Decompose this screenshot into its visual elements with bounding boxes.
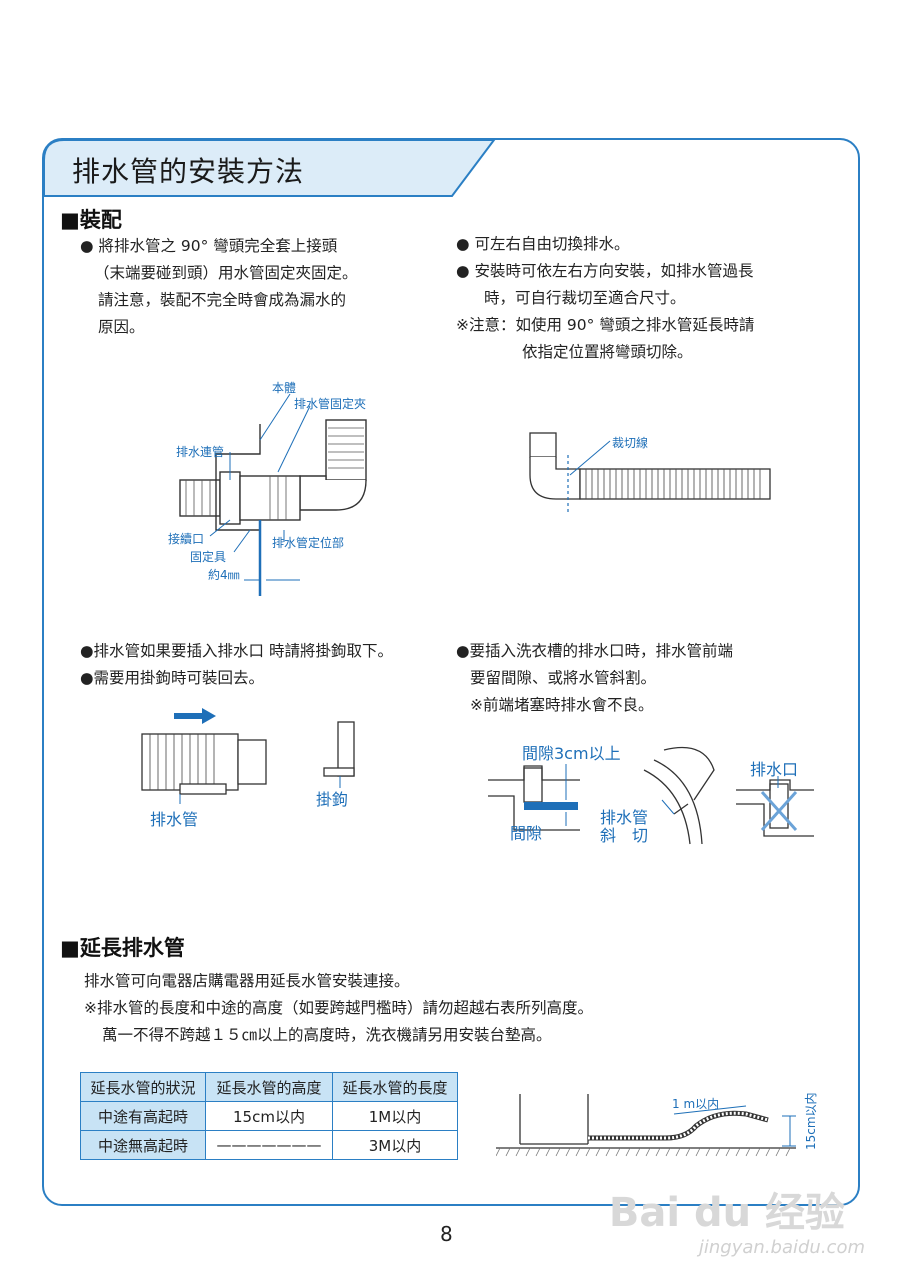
table-cell: 15cm以内 [205,1101,333,1131]
assembly-right-line: ● 安裝時可依左右方向安裝，如排水管過長 [456,262,754,280]
gap-cut-diagram [488,746,814,845]
label-gap: 間隙 [510,824,543,843]
table-cell: 3M以内 [332,1130,458,1160]
assembly-heading: ■裝配 [60,208,122,232]
title-tab [43,139,496,197]
watermark-url: jingyan.baidu.com [698,1237,865,1258]
label-locator: 排水管定位部 [272,536,345,550]
table-cell: 中途無高起時 [80,1130,206,1160]
hook-right-text: ●要插入洗衣槽的排水口時，排水管前端 要留間隙、或將水管斜割。 ※前端堵塞時排水… [456,638,856,719]
table-header-row: 延長水管的狀況 延長水管的高度 延長水管的長度 [80,1072,458,1102]
extension-line: ※排水管的長度和中途的高度（如要跨越門檻時）請勿超越右表所列高度。 [84,999,593,1017]
table-cell: 中途有高起時 [80,1101,206,1131]
table-row: 中途有高起時 15cm以内 1M以内 [80,1101,458,1131]
label-hose-cut-1: 排水管 [600,808,649,827]
label-height: 15cm以内 [804,1092,818,1150]
label-hook: 掛鉤 [316,790,349,809]
hook-right-line: ※前端堵塞時排水會不良。 [470,696,654,714]
label-clamp: 排水管固定夾 [294,397,367,411]
label-hose: 排水管 [150,810,199,829]
table-cell: ——————— [205,1130,333,1160]
table-cell: 1M以内 [332,1101,458,1131]
hook-left-line: ●排水管如果要插入排水口 時請將掛鉤取下。 [80,642,393,660]
extension-line: 排水管可向電器店購電器用延長水管安裝連接。 [84,972,410,990]
page-number: 8 [440,1222,453,1246]
cut-line-diagram [529,432,771,513]
assembly-left-line: （末端要碰到頭）用水管固定夾固定。 [94,264,358,282]
hook-right-line: 要留間隙、或將水管斜割。 [470,669,657,687]
table-header-cell: 延長水管的高度 [205,1072,333,1102]
table-row: 中途無高起時 ——————— 3M以内 [80,1130,458,1160]
assembly-right-text: ● 可左右自由切換排水。 ● 安裝時可依左右方向安裝，如排水管過長 時，可自行裁… [456,231,856,366]
label-outlet: 排水口 [750,760,799,779]
label-gap-3cm: 間隙3cm以上 [522,744,621,763]
extension-diagram [496,1094,796,1157]
assembly-diagram [179,393,367,596]
label-length: 1 m以内 [672,1097,720,1111]
extension-text: 排水管可向電器店購電器用延長水管安裝連接。 ※排水管的長度和中途的高度（如要跨越… [84,968,824,1049]
label-fixture: 固定具 [190,550,227,564]
extension-heading: ■延長排水管 [60,936,185,960]
assembly-right-line: 依指定位置將彎頭切除。 [522,343,693,361]
hook-left-line: ●需要用掛鉤時可裝回去。 [80,669,265,687]
assembly-right-line: 時，可自行裁切至適合尺寸。 [484,289,686,307]
hook-right-line: ●要插入洗衣槽的排水口時，排水管前端 [456,642,734,660]
label-joint: 接續口 [168,532,205,546]
assembly-right-line: ※注意：如使用 90° 彎頭之排水管延長時請 [456,316,755,334]
assembly-right-line: ● 可左右自由切換排水。 [456,235,630,253]
section-title: 排水管的安裝方法 [72,155,305,188]
table-header-cell: 延長水管的長度 [332,1072,458,1102]
label-body: 本體 [272,381,297,395]
assembly-left-line: 原因。 [98,318,145,336]
hook-left-text: ●排水管如果要插入排水口 時請將掛鉤取下。 ●需要用掛鉤時可裝回去。 [80,638,450,692]
label-cut-line: 裁切線 [612,436,649,450]
label-approx: 約4㎜ [208,568,240,582]
extension-table: 延長水管的狀況 延長水管的高度 延長水管的長度 中途有高起時 15cm以内 1M… [80,1072,458,1160]
table-header-cell: 延長水管的狀況 [80,1072,206,1102]
watermark-logo: Bai du 经验 [608,1190,845,1236]
label-hose-cut-2: 斜 切 [600,826,649,845]
assembly-left-text: ● 將排水管之 90° 彎頭完全套上接頭 （末端要碰到頭）用水管固定夾固定。 請… [80,233,440,341]
extension-line: 萬一不得不跨越１５㎝以上的高度時，洗衣機請另用安裝台墊高。 [102,1026,552,1044]
assembly-left-line: ● 將排水管之 90° 彎頭完全套上接頭 [80,237,338,255]
label-drain-connector: 排水連管 [176,445,225,459]
hose-hook-diagram [141,708,355,804]
assembly-left-line: 請注意，裝配不完全時會成為漏水的 [98,291,347,309]
